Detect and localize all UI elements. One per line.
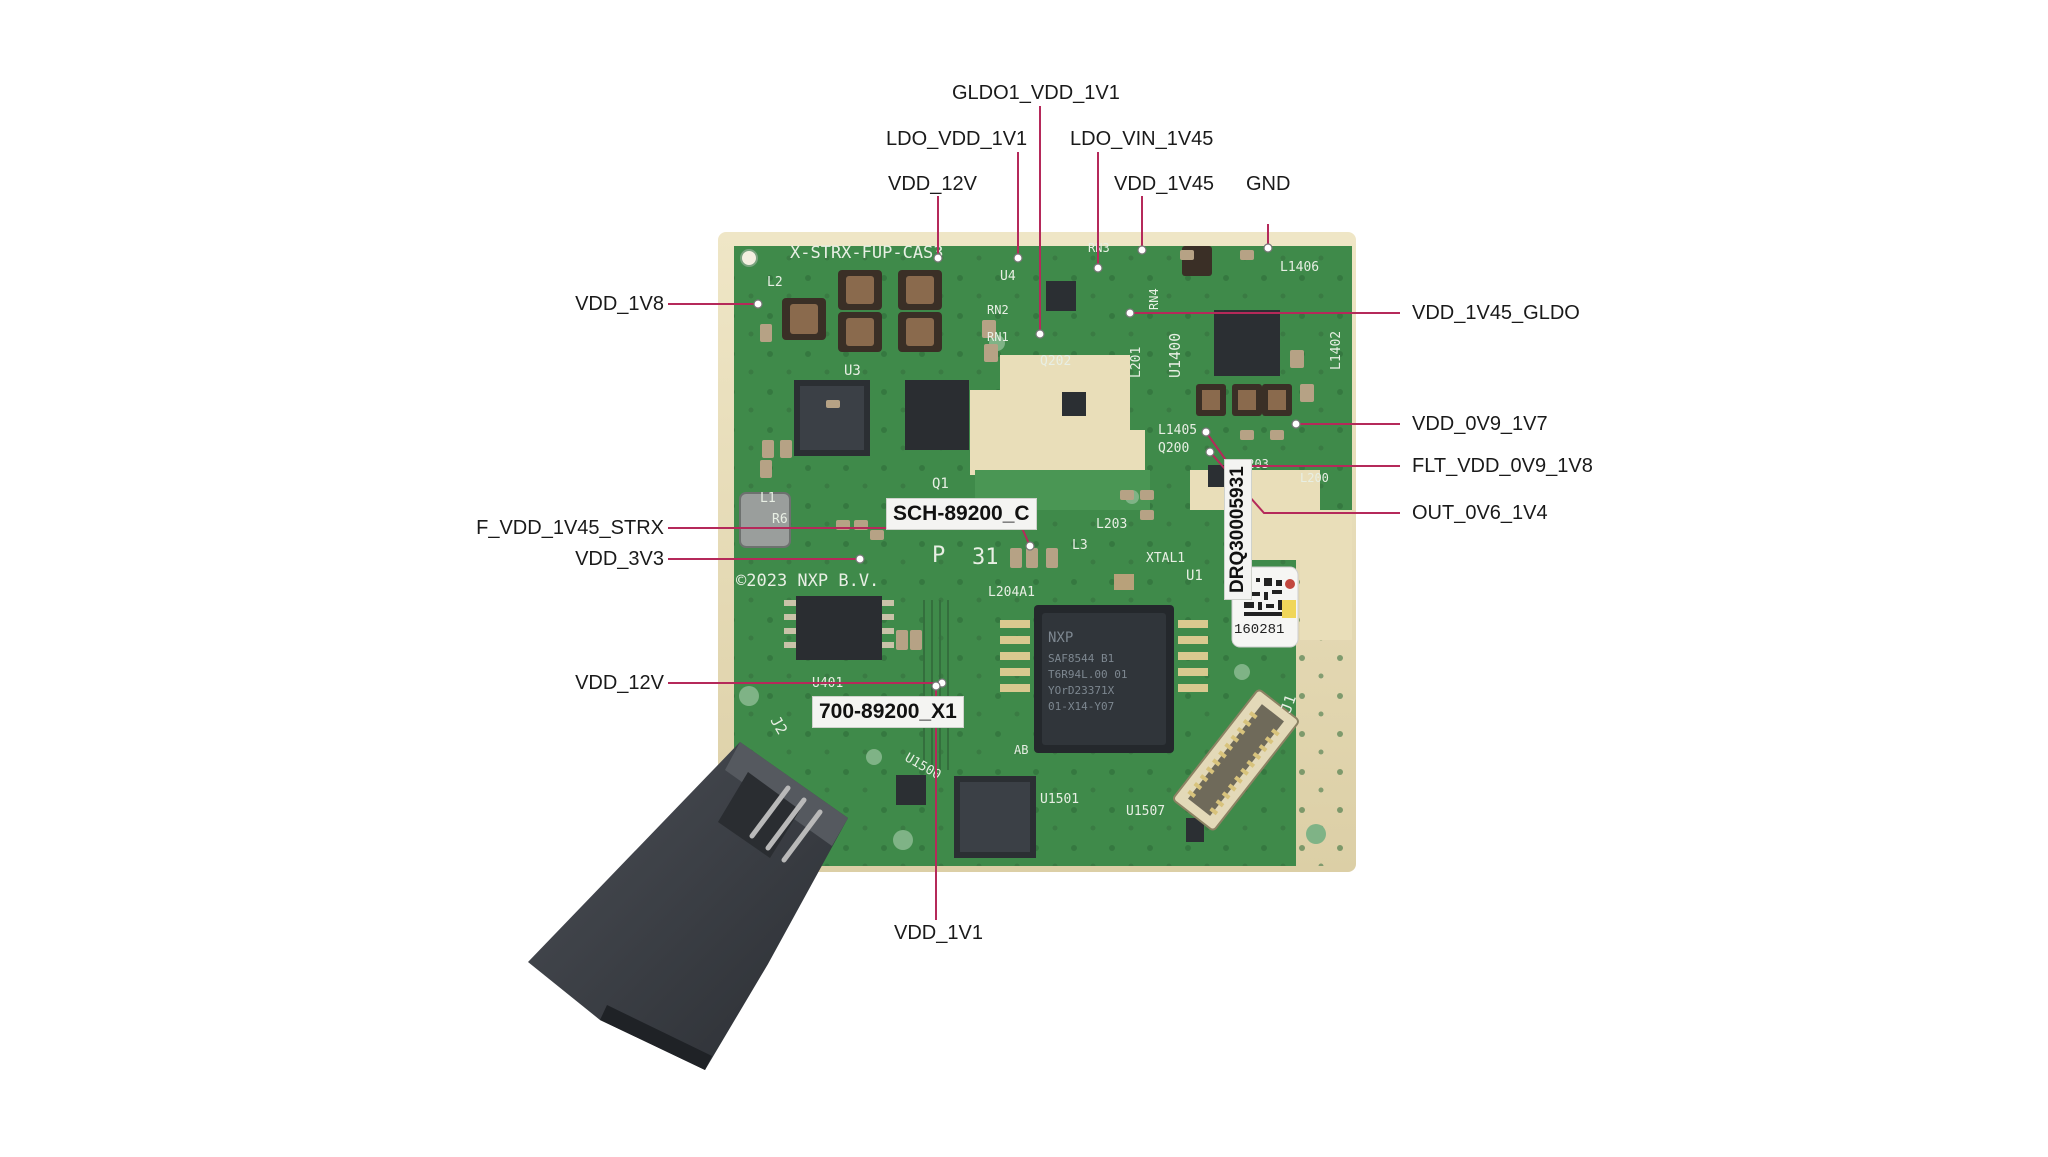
svg-text:NXP: NXP: [1048, 630, 1073, 646]
cable-connector-j2: [528, 742, 848, 1070]
svg-text:31: 31: [972, 545, 999, 570]
svg-text:L3: L3: [1072, 538, 1088, 553]
callout-dots: [753, 243, 1301, 691]
callout-ldo-vin-1v45: LDO_VIN_1V45: [1070, 128, 1214, 150]
callout-vdd-12v-top: VDD_12V: [888, 173, 977, 195]
callout-ldo-vdd-1v1: LDO_VDD_1V1: [886, 128, 1028, 150]
callout-vdd-1v1: VDD_1V1: [894, 922, 983, 944]
svg-text:R6: R6: [772, 512, 788, 527]
svg-text:L2: L2: [767, 275, 783, 290]
pcb-tag: 700-89200_X1: [812, 696, 964, 728]
callout-f-vdd-1v45-strx: F_VDD_1V45_STRX: [476, 517, 664, 539]
svg-text:U4: U4: [1000, 269, 1016, 284]
svg-text:YOrD23371X: YOrD23371X: [1048, 684, 1115, 697]
svg-text:L201: L201: [1129, 347, 1144, 378]
silk-title: X-STRX-FUP-CAS3: [790, 243, 944, 263]
svg-text:L1405: L1405: [1158, 423, 1197, 438]
svg-text:RN1: RN1: [987, 330, 1009, 344]
svg-text:Q202: Q202: [1040, 354, 1071, 369]
main-chip-marking: NXP SAF8544 B1 T6R94L.00 01 YOrD23371X 0…: [1048, 630, 1127, 713]
svg-text:AB: AB: [1014, 743, 1028, 757]
ic-u401: [796, 596, 882, 660]
svg-text:U1507: U1507: [1126, 804, 1165, 819]
svg-text:L1402: L1402: [1329, 331, 1344, 370]
inductors-bank: [782, 270, 942, 352]
ic-u1400: [1214, 310, 1280, 376]
svg-text:U1501: U1501: [1040, 792, 1079, 807]
svg-text:SAF8544 B1: SAF8544 B1: [1048, 652, 1114, 665]
svg-text:L1406: L1406: [1280, 260, 1319, 275]
svg-text:RN4: RN4: [1147, 288, 1161, 310]
callout-vdd-1v45: VDD_1V45: [1114, 173, 1215, 195]
connector-j1: [1173, 689, 1299, 831]
callout-vdd-3v3: VDD_3V3: [575, 548, 664, 570]
serial-tag: DRQ30005931: [1224, 459, 1252, 600]
svg-text:Q1: Q1: [932, 476, 949, 492]
svg-text:Q200: Q200: [1158, 441, 1189, 456]
svg-text:P: P: [932, 543, 945, 568]
callout-leaders: [668, 106, 1400, 920]
rf-pads: [1000, 620, 1208, 692]
silk-copyright: ©2023 NXP B.V.: [736, 571, 879, 591]
callout-vdd-0v9-1v7: VDD_0V9_1V7: [1412, 413, 1548, 435]
svg-text:L1: L1: [760, 491, 776, 506]
svg-text:L203: L203: [1096, 517, 1127, 532]
svg-text:RN2: RN2: [987, 303, 1009, 317]
svg-text:L200: L200: [1300, 471, 1329, 485]
callout-vdd-12v-left: VDD_12V: [575, 672, 664, 694]
callout-out-0v6-1v4: OUT_0V6_1V4: [1412, 502, 1548, 524]
sch-tag: SCH-89200_C: [886, 498, 1037, 530]
gold-plane-1: [970, 355, 1145, 475]
qr-number: 160281: [1234, 622, 1285, 638]
svg-text:U1: U1: [1186, 568, 1203, 584]
callout-flt-vdd-0v9-1v8: FLT_VDD_0V9_1V8: [1412, 455, 1593, 477]
svg-text:XTAL1: XTAL1: [1146, 551, 1185, 566]
callout-vdd-1v8: VDD_1V8: [575, 293, 664, 315]
svg-text:U3: U3: [844, 363, 861, 379]
callout-vdd-1v45-gldo: VDD_1V45_GLDO: [1412, 302, 1580, 324]
ic-q1: [905, 380, 969, 450]
callout-gldo1-vdd-1v1: GLDO1_VDD_1V1: [952, 82, 1120, 104]
capacitors: [760, 250, 1314, 650]
callout-gnd: GND: [1246, 173, 1291, 195]
svg-text:J1: J1: [1277, 692, 1300, 715]
svg-text:L204A1: L204A1: [988, 585, 1035, 600]
sensor-module: [739, 492, 791, 548]
svg-text:T6R94L.00 01: T6R94L.00 01: [1048, 668, 1127, 681]
svg-text:U1400: U1400: [1166, 333, 1184, 378]
svg-text:01-X14-Y07: 01-X14-Y07: [1048, 700, 1114, 713]
